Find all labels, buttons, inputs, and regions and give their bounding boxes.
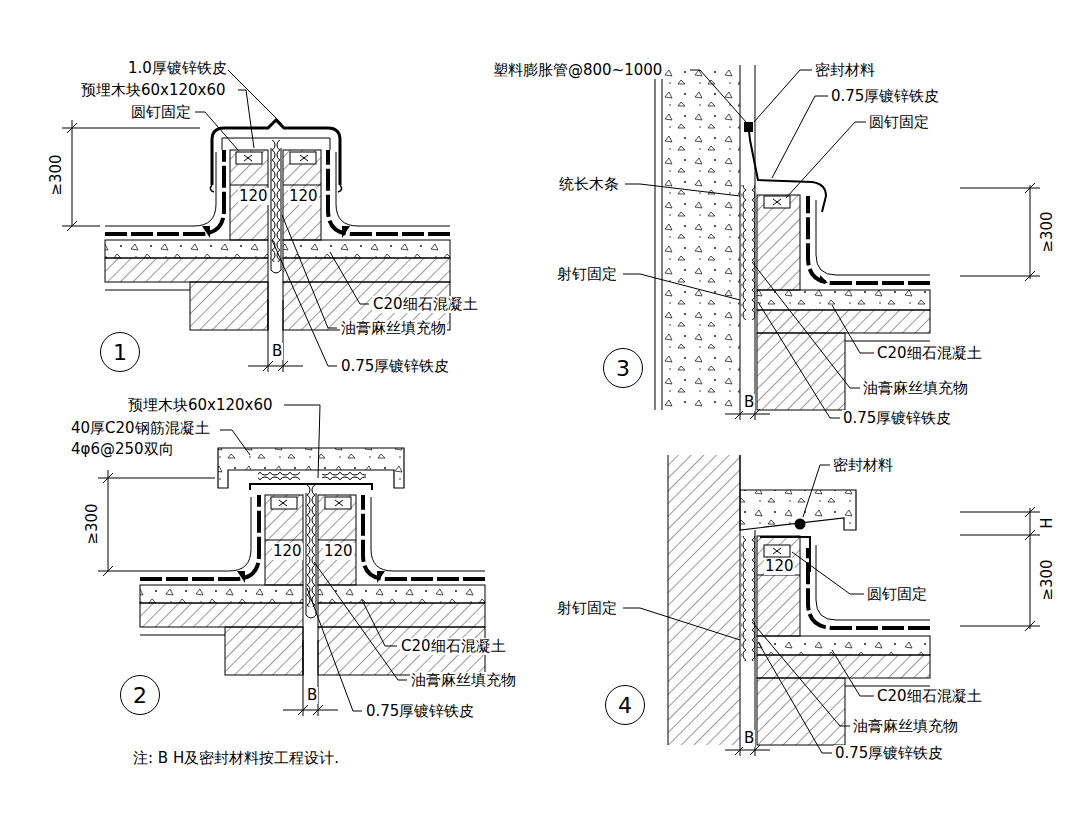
part-label: 圆钉固定 xyxy=(866,586,928,603)
part-label: 统长木条 xyxy=(558,176,620,193)
detail-4 xyxy=(623,455,1040,756)
dimension: 120 xyxy=(272,543,303,560)
callout-number: 3 xyxy=(616,356,630,381)
dimension: 120 xyxy=(288,188,319,205)
part-label: 油膏麻丝填充物 xyxy=(862,380,969,397)
part-label: 0.75厚镀锌铁皮 xyxy=(830,88,940,105)
callout-circle: 1 xyxy=(100,332,140,372)
callout-circle: 3 xyxy=(603,348,643,388)
part-label: 0.75厚镀锌铁皮 xyxy=(365,703,475,720)
dimension: 120 xyxy=(238,188,269,205)
detail-3 xyxy=(623,65,1040,420)
part-label: C20细石混凝土 xyxy=(876,345,983,362)
part-label: C20细石混凝土 xyxy=(876,688,983,705)
part-label: 射钉固定 xyxy=(556,266,618,283)
dimension: ≥300 xyxy=(1039,558,1056,601)
part-label: 油膏麻丝填充物 xyxy=(410,672,517,689)
part-label: 密封材料 xyxy=(814,62,876,79)
callout-circle: 4 xyxy=(605,685,645,725)
callout-number: 2 xyxy=(133,683,147,708)
part-label: C20细石混凝土 xyxy=(400,638,507,655)
part-label: 密封材料 xyxy=(832,457,894,474)
dimension: B xyxy=(743,730,755,747)
callout-number: 1 xyxy=(113,340,127,365)
dimension: B xyxy=(271,343,283,360)
dimension: B xyxy=(306,687,318,704)
note: 注: B H及密封材料按工程设计. xyxy=(132,750,340,767)
callout-number: 4 xyxy=(618,693,632,718)
part-label: 0.75厚镀锌铁皮 xyxy=(834,745,944,762)
part-label: 4φ6@250双向 xyxy=(70,441,175,458)
part-label: 预埋木块60x120x60 xyxy=(80,82,227,99)
dimension: ≥300 xyxy=(1039,210,1056,253)
part-label: 预埋木块60x120x60 xyxy=(127,397,274,414)
part-label: 油膏麻丝填充物 xyxy=(852,718,959,735)
part-label: 0.75厚镀锌铁皮 xyxy=(340,358,450,375)
detail-1 xyxy=(62,70,450,372)
dimension: 120 xyxy=(323,543,354,560)
part-label: 40厚C20钢筋混凝土 xyxy=(70,420,211,437)
dimension: 120 xyxy=(764,558,795,575)
part-label: 0.75厚镀锌铁皮 xyxy=(842,410,952,427)
dimension: H xyxy=(1039,516,1056,529)
part-label: 1.0厚镀锌铁皮 xyxy=(127,60,228,77)
part-label: 圆钉固定 xyxy=(868,114,930,131)
part-label: C20细石混凝土 xyxy=(372,296,479,313)
dimension: B xyxy=(743,394,755,411)
dimension: ≥300 xyxy=(84,502,101,545)
part-label: 油膏麻丝填充物 xyxy=(340,320,447,337)
part-label: 射钉固定 xyxy=(556,600,618,617)
dimension: ≥300 xyxy=(48,153,65,196)
part-label: 圆钉固定 xyxy=(130,104,192,121)
part-label: 塑料膨胀管@800~1000 xyxy=(492,62,663,79)
callout-circle: 2 xyxy=(120,675,160,715)
